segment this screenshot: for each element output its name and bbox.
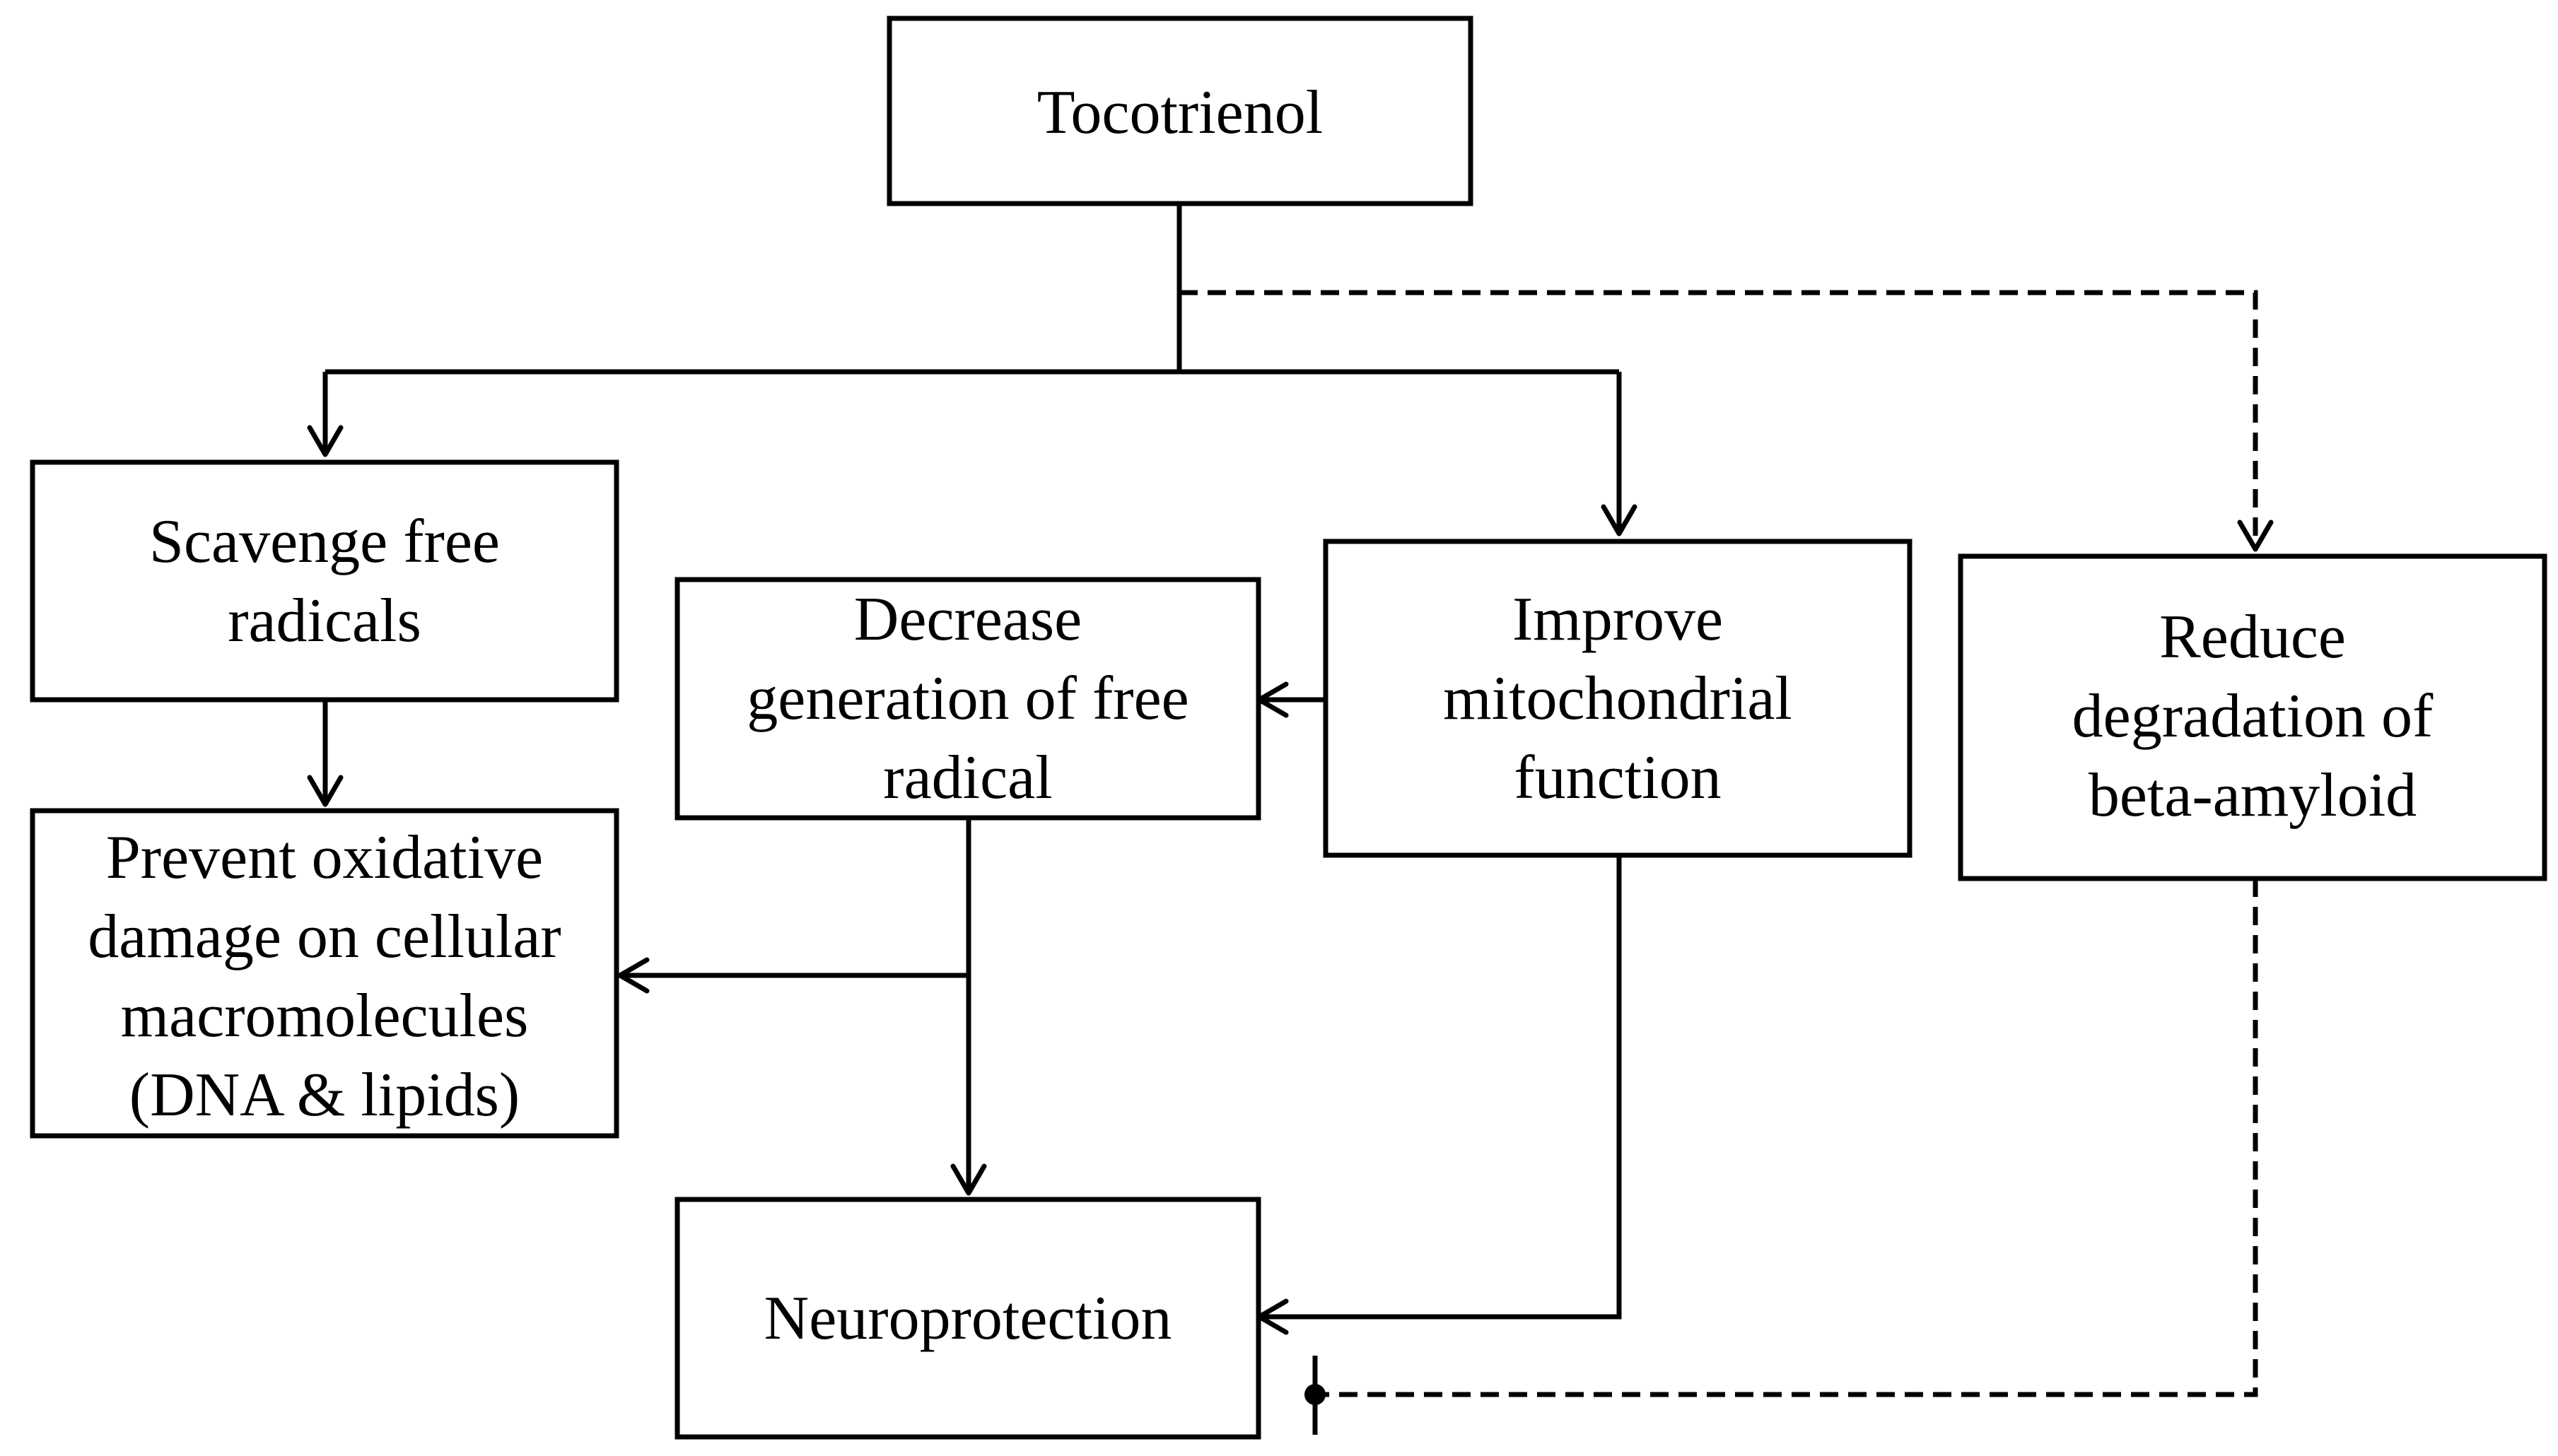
box-tocotrienol [887,16,1473,206]
label-reduce-line-2: degradation of [2072,682,2434,751]
arrowhead-prevent-right [617,957,650,994]
edge-tocotrienol-to-reduce [1179,290,2258,547]
label-improve-line-1: Improve [1512,585,1723,654]
label-prevent-line-2: damage on cellular [88,903,561,971]
inhibition-dot [1304,1384,1326,1405]
label-scavenge-line-1: Scavenge free [149,507,500,576]
label-reduce-line-3: beta-amyloid [2089,761,2417,830]
label-improve-line-3: function [1514,744,1721,812]
arrowhead-neuroprotection-top [950,1163,987,1196]
arrowhead-prevent-top [307,775,344,807]
label-reduce-line-1: Reduce [2159,603,2346,671]
label-scavenge-line-2: radicals [228,587,421,655]
edge-improve-to-neuroprotection [1261,855,1622,1320]
arrowhead-improve [1601,504,1637,536]
label-prevent-line-4: (DNA & lipids) [129,1061,520,1129]
label-improve-line-2: mitochondrial [1443,664,1792,733]
label-decrease-line-2: generation of free [747,664,1189,733]
label-neuroprotection: Neuroprotection [764,1284,1172,1353]
label-prevent-line-3: macromolecules [121,982,529,1050]
label-decrease-line-1: Decrease [854,585,1082,654]
arrowhead-reduce [2237,519,2274,552]
label-decrease-line-3: radical [883,744,1052,812]
box-prevent [30,808,619,1139]
box-improve [1323,539,1912,858]
label-prevent-line-1: Prevent oxidative [106,823,543,892]
box-decrease [674,577,1261,821]
box-neuroprotection [674,1197,1261,1440]
edge-reduce-to-neuroprotection [1315,879,2258,1397]
arrowhead-scavenge [307,425,344,457]
box-reduce [1958,553,2547,881]
label-tocotrienol: Tocotrienol [1037,78,1323,147]
box-scavenge [30,459,619,703]
